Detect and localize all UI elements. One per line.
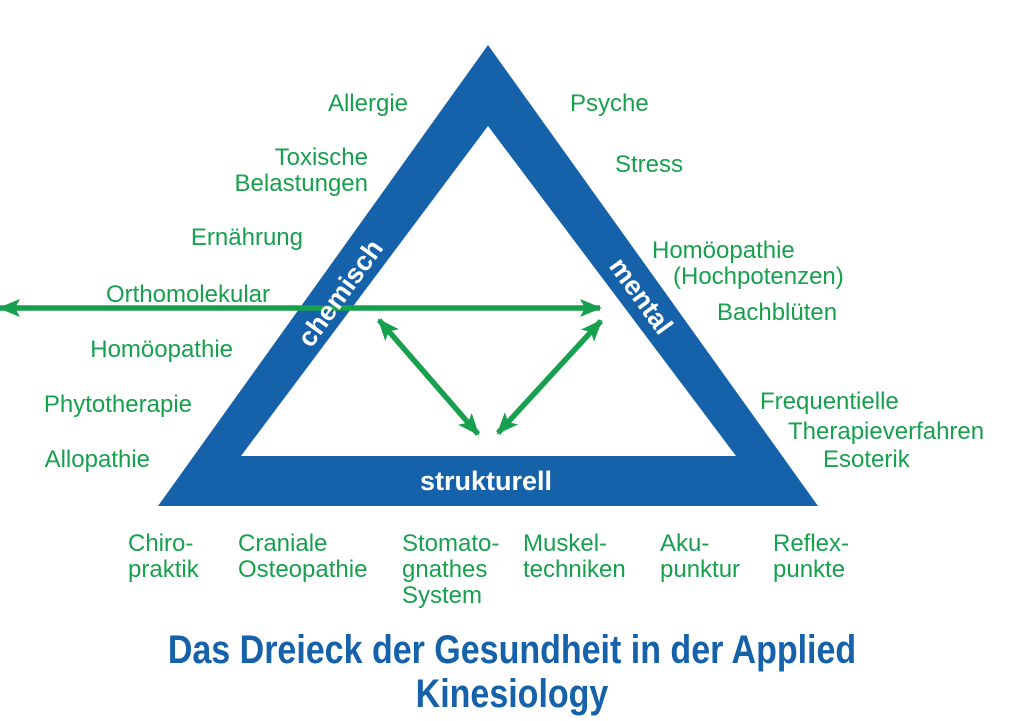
label-akupunktur: Aku- punktur	[660, 530, 741, 583]
label-ernaehrung: Ernährung	[190, 224, 303, 251]
label-homoeopathie-hochpotenzen: Homöopathie (Hochpotenzen)	[652, 212, 844, 316]
label-esoterik: Esoterik	[823, 446, 910, 473]
label-muskeltechniken: Muskel- techniken	[523, 530, 626, 583]
label-chiropraktik: Chiro- praktik	[128, 530, 199, 583]
label-orthomolekular: Orthomolekular	[105, 281, 270, 308]
label-phytotherapie: Phytotherapie	[43, 391, 192, 418]
label-homoeopathie-hochpotenzen-line2: (Hochpotenzen)	[673, 263, 844, 290]
arrow-strukturell-mental	[495, 319, 604, 435]
label-frequentielle-line2: Therapieverfahren	[788, 418, 985, 445]
label-homoeopathie: Homöopathie	[90, 336, 233, 363]
diagram-title: Das Dreieck der Gesundheit in der Applie…	[167, 628, 857, 716]
label-allopathie: Allopathie	[44, 446, 150, 473]
label-stomatognathes-system: Stomato- gnathes System	[402, 530, 500, 609]
label-reflexpunkte: Reflex- punkte	[773, 530, 850, 583]
label-allergie: Allergie	[327, 90, 408, 117]
label-bachblueten: Bachblüten	[717, 299, 838, 326]
label-toxische-belastungen: Toxische Belastungen	[234, 144, 368, 197]
label-craniale-osteopathie: Craniale Osteopathie	[238, 530, 368, 583]
label-stress: Stress	[615, 151, 684, 178]
edge-label-strukturell: strukturell	[419, 466, 553, 496]
label-frequentielle-line1: Frequentielle	[760, 388, 899, 415]
label-psyche: Psyche	[570, 90, 649, 117]
triangle-inner-cutout	[241, 126, 736, 456]
label-homoeopathie-hochpotenzen-line1: Homöopathie	[652, 237, 795, 264]
arrow-chemisch-strukturell	[376, 318, 481, 436]
label-frequentielle-therapieverfahren: Frequentielle Therapieverfahren	[760, 357, 984, 477]
